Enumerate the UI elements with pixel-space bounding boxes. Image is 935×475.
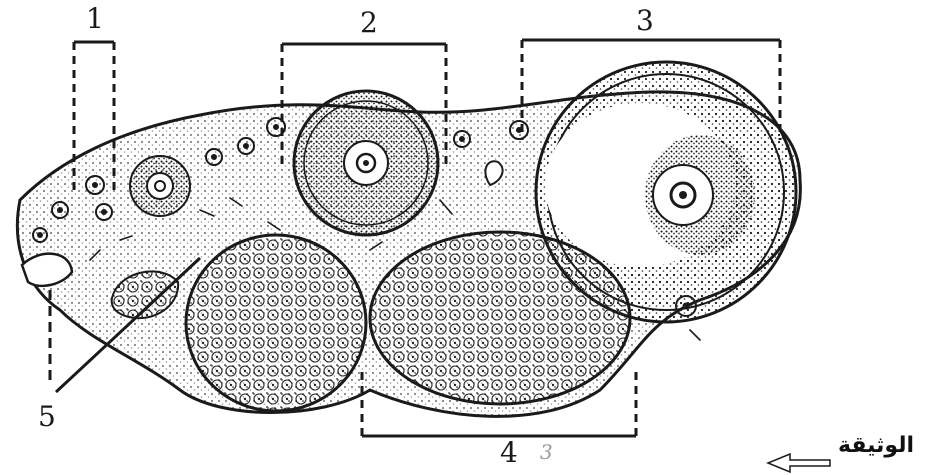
secondary-follicle bbox=[294, 91, 438, 235]
primary-follicle bbox=[130, 156, 190, 216]
corpus-luteum-right bbox=[370, 232, 630, 404]
stray-mark: 3 bbox=[540, 440, 553, 464]
label-4: 4 bbox=[500, 436, 518, 469]
label-2: 2 bbox=[360, 6, 378, 39]
label-1: 1 bbox=[86, 2, 104, 35]
label-3: 3 bbox=[636, 4, 654, 37]
caption-arrow bbox=[768, 454, 830, 472]
label-5: 5 bbox=[38, 400, 56, 433]
document-caption: الوثيقة bbox=[838, 433, 914, 458]
corpus-luteum-left bbox=[186, 235, 366, 411]
